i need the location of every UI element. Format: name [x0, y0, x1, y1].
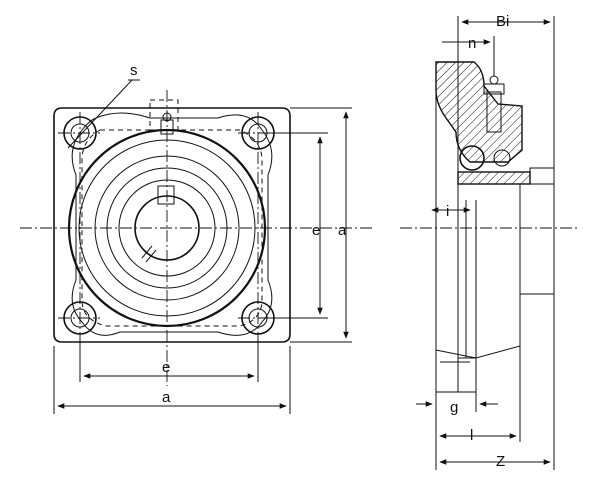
front-flange-outline: [53, 107, 291, 343]
label-l: l: [470, 427, 473, 444]
grease-nipple-front: [149, 99, 179, 135]
label-Z: Z: [496, 453, 505, 470]
label-g: g: [450, 399, 458, 416]
label-e-vertical: e: [312, 222, 320, 239]
inner-ring-section: [457, 171, 531, 185]
label-Bi: Bi: [496, 13, 509, 30]
label-a-horizontal: a: [162, 389, 171, 406]
label-n: n: [468, 35, 476, 52]
bearing-ball: [459, 145, 485, 171]
set-screw-slot: [157, 185, 175, 205]
front-view: s e a e a: [20, 62, 372, 414]
side-housing-section: [435, 61, 523, 163]
front-flange-inner: [71, 112, 273, 336]
s-leader: [67, 79, 133, 149]
side-housing-body: [457, 183, 521, 359]
side-view: Bi n i g l Z: [400, 13, 580, 470]
front-hidden-pocket: [81, 129, 263, 327]
label-s: s: [130, 62, 138, 79]
side-inner-sleeve: [519, 183, 555, 295]
label-e-horizontal: e: [162, 359, 170, 376]
label-i: i: [446, 203, 449, 220]
label-a-vertical: a: [338, 222, 347, 239]
